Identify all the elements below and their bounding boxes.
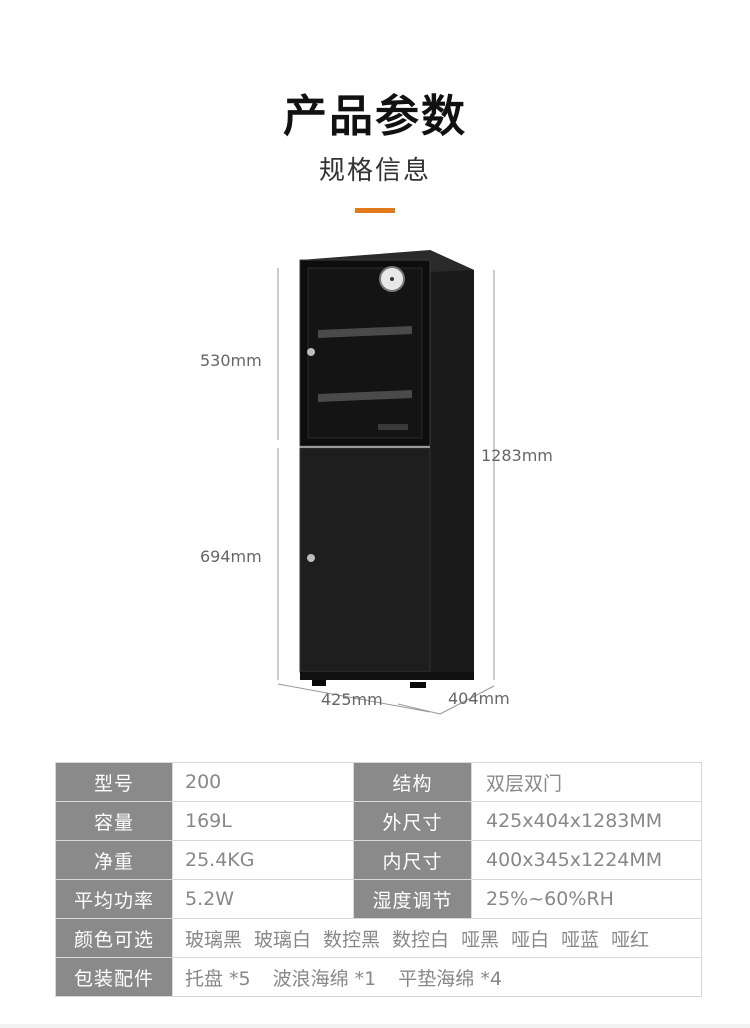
power-value: 5.2W [172, 879, 354, 919]
cabinet-diagram: 530mm 694mm 1283mm 425mm 404mm [0, 240, 750, 730]
color-option: 玻璃白 [254, 928, 312, 951]
model-value: 200 [172, 762, 354, 802]
table-row: 型号 200 结构 双层双门 [55, 762, 702, 802]
color-option: 数控黑 [323, 928, 381, 951]
weight-value: 25.4KG [172, 840, 354, 880]
color-option: 哑红 [611, 928, 650, 951]
spec-table: 型号 200 结构 双层双门 容量 169L 外尺寸 425x404x1283M… [55, 762, 702, 997]
depth-label: 404mm [448, 689, 510, 708]
colors-value: 玻璃黑玻璃白数控黑数控白哑黑哑白哑蓝哑红 [172, 918, 702, 958]
humidity-value: 25%~60%RH [471, 879, 702, 919]
page-subtitle: 规格信息 [318, 156, 431, 186]
width-label: 425mm [321, 690, 383, 709]
inner-size-value: 400x345x1224MM [471, 840, 702, 880]
lower-height-label: 694mm [200, 547, 262, 566]
table-row: 净重 25.4KG 内尺寸 400x345x1224MM [55, 840, 702, 880]
accessory-item: 托盘 *5 [185, 967, 251, 990]
accent-bar [355, 208, 395, 213]
color-option: 哑蓝 [561, 928, 600, 951]
weight-label: 净重 [55, 840, 173, 880]
outer-size-value: 425x404x1283MM [471, 801, 702, 841]
capacity-label: 容量 [55, 801, 173, 841]
upper-height-label: 530mm [200, 351, 262, 370]
capacity-value: 169L [172, 801, 354, 841]
outer-size-label: 外尺寸 [353, 801, 472, 841]
color-option: 哑黑 [461, 928, 500, 951]
table-row: 平均功率 5.2W 湿度调节 25%~60%RH [55, 879, 702, 919]
color-option: 玻璃黑 [185, 928, 243, 951]
table-row: 颜色可选 玻璃黑玻璃白数控黑数控白哑黑哑白哑蓝哑红 [55, 918, 702, 958]
structure-value: 双层双门 [471, 762, 702, 802]
page-title: 产品参数 [283, 91, 467, 142]
structure-label: 结构 [353, 762, 472, 802]
color-option: 数控白 [392, 928, 450, 951]
table-row: 包装配件 托盘 *5 波浪海绵 *1 平垫海绵 *4 [55, 957, 702, 997]
cabinet-illustration [277, 250, 495, 715]
model-label: 型号 [55, 762, 173, 802]
accessories-label: 包装配件 [55, 957, 173, 997]
accessory-item: 波浪海绵 *1 [272, 967, 377, 990]
power-label: 平均功率 [55, 879, 173, 919]
total-height-label: 1283mm [481, 446, 553, 465]
table-row: 容量 169L 外尺寸 425x404x1283MM [55, 801, 702, 841]
inner-size-label: 内尺寸 [353, 840, 472, 880]
color-option: 哑白 [511, 928, 550, 951]
colors-label: 颜色可选 [55, 918, 173, 958]
bottom-divider [0, 1024, 750, 1028]
humidity-label: 湿度调节 [353, 879, 472, 919]
accessories-value: 托盘 *5 波浪海绵 *1 平垫海绵 *4 [172, 957, 702, 997]
accessory-item: 平垫海绵 *4 [398, 967, 502, 990]
